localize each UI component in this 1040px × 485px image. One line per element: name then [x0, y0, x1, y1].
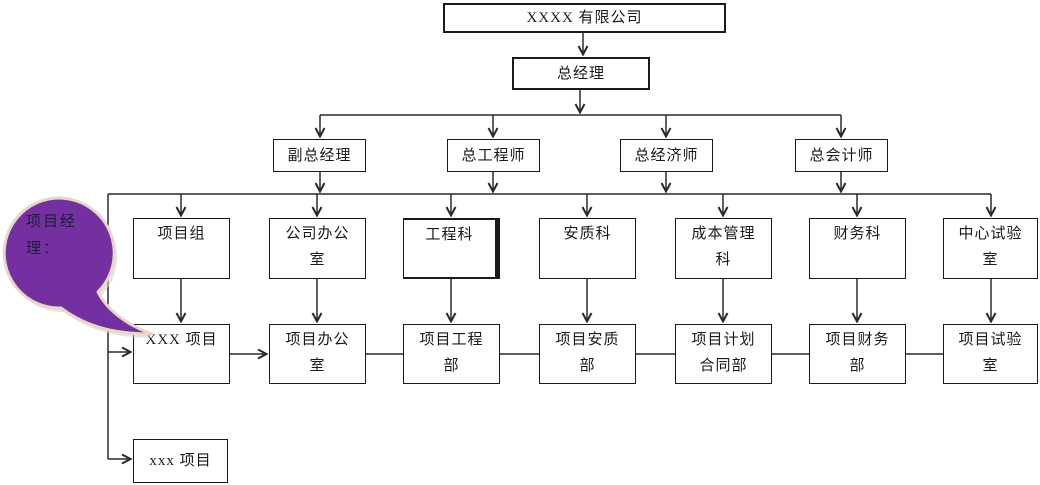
node-xxx-project-2: xxx 项目: [133, 439, 228, 483]
node-deputy-general-manager: 副总经理: [273, 139, 366, 172]
node-project-safety-quality-dept: 项目安质 部: [539, 324, 636, 384]
node-general-manager: 总经理: [512, 57, 650, 90]
node-project-office: 项目办公 室: [269, 324, 366, 384]
label-line: 副总经理: [287, 147, 352, 164]
label-line: 科: [715, 252, 732, 268]
label-line: 部: [443, 358, 460, 374]
label-line: 理：: [26, 241, 61, 257]
node-chief-engineer: 总工程师: [447, 139, 540, 172]
node-chief-accountant: 总会计师: [795, 139, 888, 172]
label-line: 项目经: [26, 214, 78, 230]
label-line: 室: [309, 252, 326, 268]
label-line: 安质科: [563, 226, 612, 242]
label-line: 项目安质: [555, 332, 620, 348]
label-line: 工程科: [425, 227, 474, 243]
node-project-engineering-dept: 项目工程 部: [403, 324, 500, 384]
label-line: 总会计师: [809, 147, 874, 164]
label-line: 合同部: [699, 358, 748, 374]
node-xxx-project: XXX 项目: [133, 324, 230, 384]
label-line: XXXX 有限公司: [526, 10, 643, 26]
label-line: xxx 项目: [149, 453, 212, 469]
label-line: 室: [309, 358, 326, 374]
node-project-planning-contract-dept: 项目计划 合同部: [675, 324, 772, 384]
label-line: 项目计划: [691, 332, 756, 348]
label-line: 项目试验: [958, 332, 1023, 348]
label-line: 部: [579, 358, 596, 374]
label-line: 公司办公: [285, 226, 350, 242]
label-line: 总经理: [556, 65, 605, 82]
node-chief-economist: 总经济师: [620, 139, 713, 172]
node-project-group: 项目组: [133, 218, 230, 279]
node-project-lab: 项目试验 室: [943, 324, 1038, 384]
label-line: 成本管理: [691, 226, 756, 242]
node-central-lab: 中心试验 室: [943, 218, 1038, 279]
label-line: 中心试验: [958, 226, 1023, 242]
label-line: 项目财务: [825, 332, 890, 348]
label-line: 项目组: [157, 226, 206, 242]
node-company: XXXX 有限公司: [443, 3, 726, 33]
label-line: 总经济师: [634, 147, 699, 164]
node-cost-management-section: 成本管理 科: [675, 218, 772, 279]
label-line: XXX 项目: [145, 332, 218, 348]
speech-bubble-body: [2, 196, 154, 336]
label-line: 室: [982, 358, 999, 374]
node-company-office: 公司办公 室: [269, 218, 366, 279]
callout-project-manager: 项目经 理：: [26, 209, 114, 263]
node-project-finance-dept: 项目财务 部: [809, 324, 906, 384]
label-line: 室: [982, 252, 999, 268]
label-line: 财务科: [833, 226, 882, 242]
label-line: 部: [849, 358, 866, 374]
node-finance-section: 财务科: [809, 218, 906, 279]
label-line: 项目办公: [285, 332, 350, 348]
label-line: 项目工程: [419, 332, 484, 348]
label-line: 总工程师: [461, 147, 526, 164]
node-safety-quality-section: 安质科: [539, 218, 636, 279]
node-engineering-section: 工程科: [403, 218, 500, 279]
